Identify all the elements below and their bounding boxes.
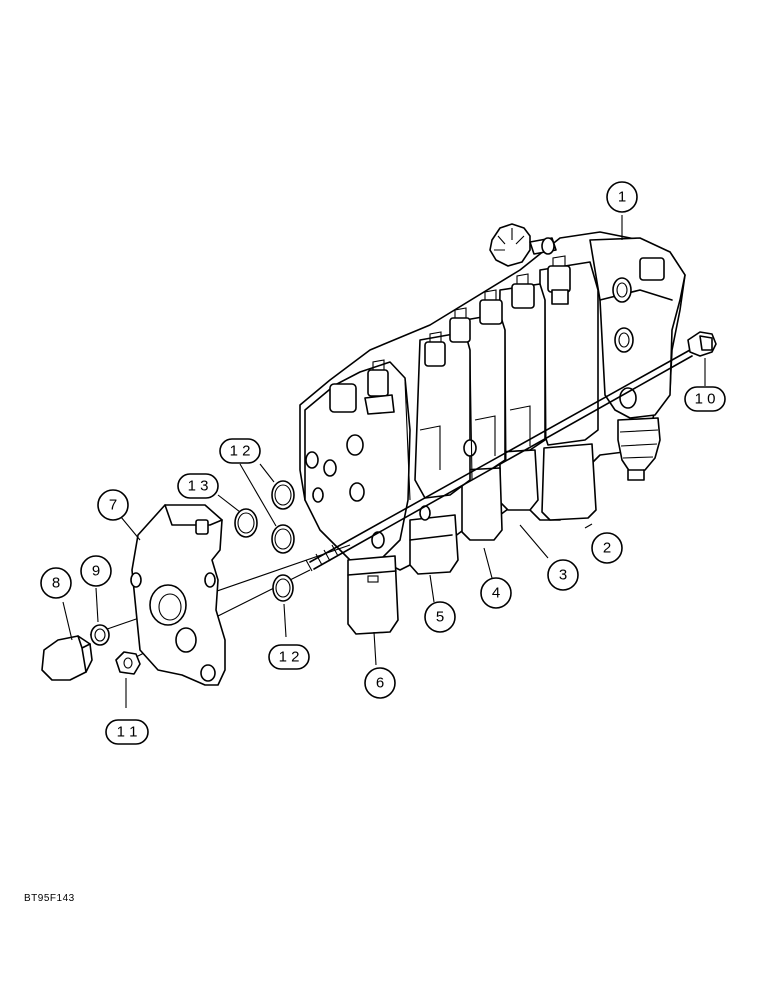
callout-label: 3 bbox=[559, 567, 567, 584]
nut bbox=[115, 651, 141, 675]
control-valve-stack bbox=[299, 223, 686, 635]
adjuster-knob bbox=[489, 223, 557, 267]
callout-label: 1 1 bbox=[117, 724, 138, 741]
callout-8: 8 bbox=[40, 567, 72, 599]
tie-rod bbox=[305, 331, 717, 572]
callout-label: 6 bbox=[376, 675, 384, 692]
end-cover bbox=[130, 504, 226, 686]
callout-7: 7 bbox=[97, 489, 129, 521]
o-ring bbox=[90, 624, 110, 646]
callout-label: 1 0 bbox=[695, 391, 716, 408]
callout-6: 6 bbox=[364, 667, 396, 699]
callout-label: 8 bbox=[52, 575, 60, 592]
callout-label: 7 bbox=[109, 497, 117, 514]
callout-label: 1 bbox=[618, 189, 626, 206]
callout-5: 5 bbox=[424, 601, 456, 633]
spool-sections bbox=[304, 255, 599, 635]
callout-2: 2 bbox=[591, 532, 623, 564]
callout-label: 5 bbox=[436, 609, 444, 626]
figure-code: BT95F143 bbox=[24, 893, 75, 904]
callout-3: 3 bbox=[547, 559, 579, 591]
callout-4: 4 bbox=[480, 577, 512, 609]
callout-9: 9 bbox=[80, 555, 112, 587]
callout-10: 1 0 bbox=[684, 386, 726, 412]
callout-13: 1 3 bbox=[177, 473, 219, 499]
callout-label: 9 bbox=[92, 563, 100, 580]
leader-lines bbox=[62, 215, 706, 708]
callout-label: 2 bbox=[603, 540, 611, 557]
callout-label: 1 3 bbox=[188, 478, 209, 495]
callout-label: 4 bbox=[492, 585, 500, 602]
callout-11: 1 1 bbox=[105, 719, 149, 745]
callout-12-bottom: 1 2 bbox=[268, 644, 310, 670]
callout-label: 1 2 bbox=[230, 443, 251, 460]
callout-12-top: 1 2 bbox=[219, 438, 261, 464]
callout-label: 1 2 bbox=[279, 649, 300, 666]
plug bbox=[41, 635, 93, 681]
callout-1: 1 bbox=[606, 181, 638, 213]
